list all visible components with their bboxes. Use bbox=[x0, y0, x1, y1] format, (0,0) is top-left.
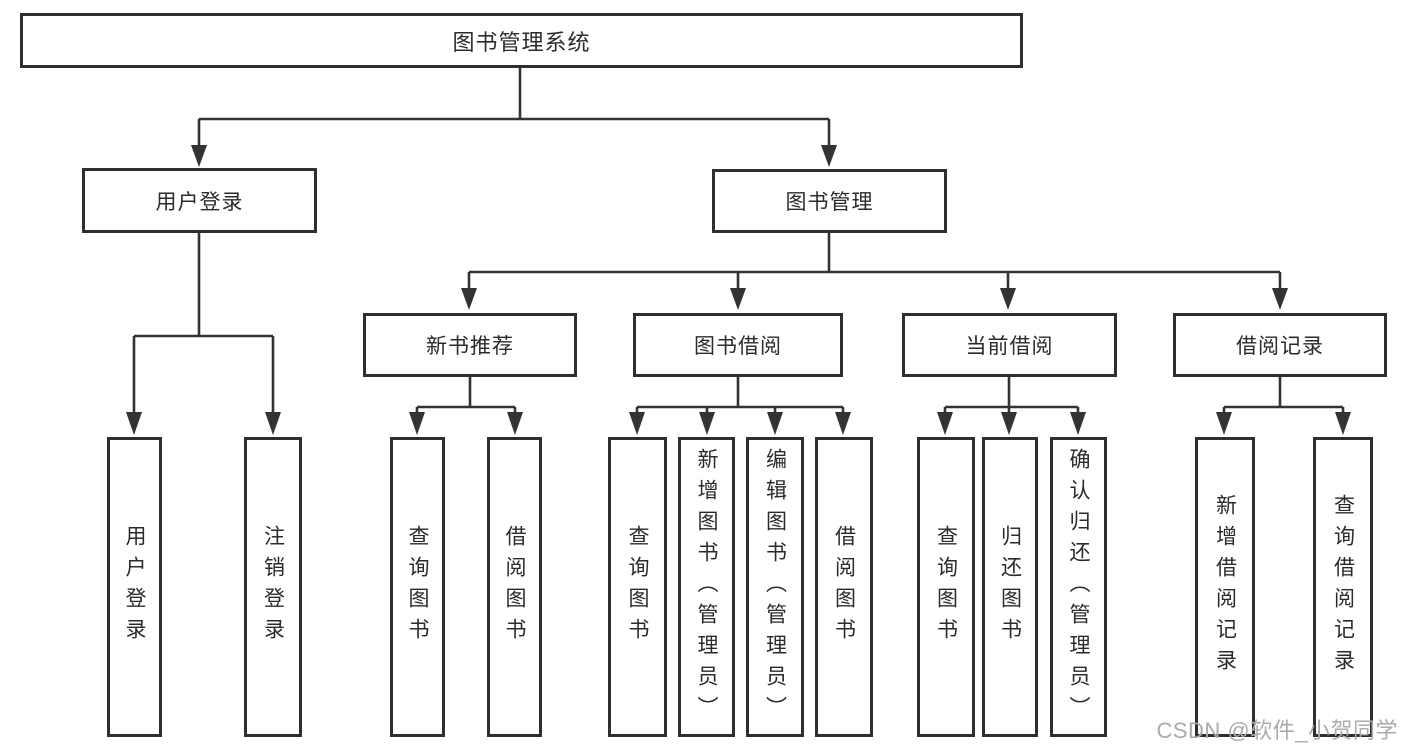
node-new-book-recommend-label: 新书推荐 bbox=[426, 335, 514, 358]
leaf-edit-book-admin: 编辑图书（管理员） bbox=[746, 437, 804, 737]
node-root: 图书管理系统 bbox=[20, 13, 1023, 68]
leaf-logout-login: 注销登录 bbox=[244, 437, 302, 737]
connector-new-book-recommend-children bbox=[409, 377, 523, 435]
connector-book-borrow-children bbox=[629, 377, 851, 435]
leaf-user-login: 用户登录 bbox=[107, 437, 162, 737]
node-book-borrow: 图书借阅 bbox=[633, 313, 843, 377]
leaf-query-borrow-record-label: 查询借阅记录 bbox=[1331, 494, 1355, 680]
node-book-management-label: 图书管理 bbox=[785, 191, 874, 214]
leaf-add-borrow-record-label: 新增借阅记录 bbox=[1213, 494, 1237, 680]
leaf-logout-login-label: 注销登录 bbox=[261, 525, 285, 649]
node-current-borrow-label: 当前借阅 bbox=[965, 335, 1054, 358]
node-user-login: 用户登录 bbox=[82, 168, 317, 233]
leaf-query-book-under-borrow-label: 查询图书 bbox=[626, 525, 649, 649]
connector-root-to-level1 bbox=[191, 68, 837, 167]
node-book-management: 图书管理 bbox=[712, 169, 947, 233]
node-borrow-records: 借阅记录 bbox=[1173, 313, 1387, 377]
leaf-add-book-admin-label: 新增图书（管理员） bbox=[695, 447, 718, 727]
connector-book-management-children bbox=[461, 233, 1288, 310]
leaf-add-borrow-record: 新增借阅记录 bbox=[1195, 437, 1255, 737]
connector-user-login-children bbox=[126, 233, 281, 435]
leaf-return-book-label: 归还图书 bbox=[998, 525, 1022, 649]
leaf-confirm-return-admin: 确认归还（管理员） bbox=[1050, 437, 1107, 737]
connector-current-borrow-children bbox=[937, 377, 1086, 435]
node-root-label: 图书管理系统 bbox=[452, 29, 591, 55]
leaf-borrow-book-under-recommend-label: 借阅图书 bbox=[503, 525, 526, 649]
leaf-user-login-label: 用户登录 bbox=[123, 525, 146, 649]
node-user-login-label: 用户登录 bbox=[155, 190, 244, 214]
leaf-add-book-admin: 新增图书（管理员） bbox=[678, 437, 735, 737]
csdn-watermark: CSDN @软件_小贺同学 bbox=[1156, 718, 1398, 743]
node-borrow-records-label: 借阅记录 bbox=[1236, 335, 1324, 358]
leaf-borrow-book-under-borrow-label: 借阅图书 bbox=[832, 525, 856, 649]
node-book-borrow-label: 图书借阅 bbox=[694, 335, 782, 358]
leaf-query-book-under-current-label: 查询图书 bbox=[934, 525, 958, 649]
leaf-return-book: 归还图书 bbox=[982, 437, 1038, 737]
leaf-query-borrow-record: 查询借阅记录 bbox=[1313, 437, 1373, 737]
leaf-query-book-under-current: 查询图书 bbox=[917, 437, 975, 737]
node-new-book-recommend: 新书推荐 bbox=[363, 313, 577, 377]
leaf-edit-book-admin-label: 编辑图书（管理员） bbox=[763, 447, 787, 727]
leaf-confirm-return-admin-label: 确认归还（管理员） bbox=[1067, 447, 1090, 727]
leaf-query-book-under-borrow: 查询图书 bbox=[608, 437, 667, 737]
leaf-borrow-book-under-borrow: 借阅图书 bbox=[815, 437, 873, 737]
node-current-borrow: 当前借阅 bbox=[902, 313, 1117, 377]
leaf-borrow-book-under-recommend: 借阅图书 bbox=[487, 437, 542, 737]
leaf-query-book-under-recommend: 查询图书 bbox=[390, 437, 445, 737]
leaf-query-book-under-recommend-label: 查询图书 bbox=[406, 525, 429, 649]
connector-borrow-records-children bbox=[1216, 377, 1351, 435]
